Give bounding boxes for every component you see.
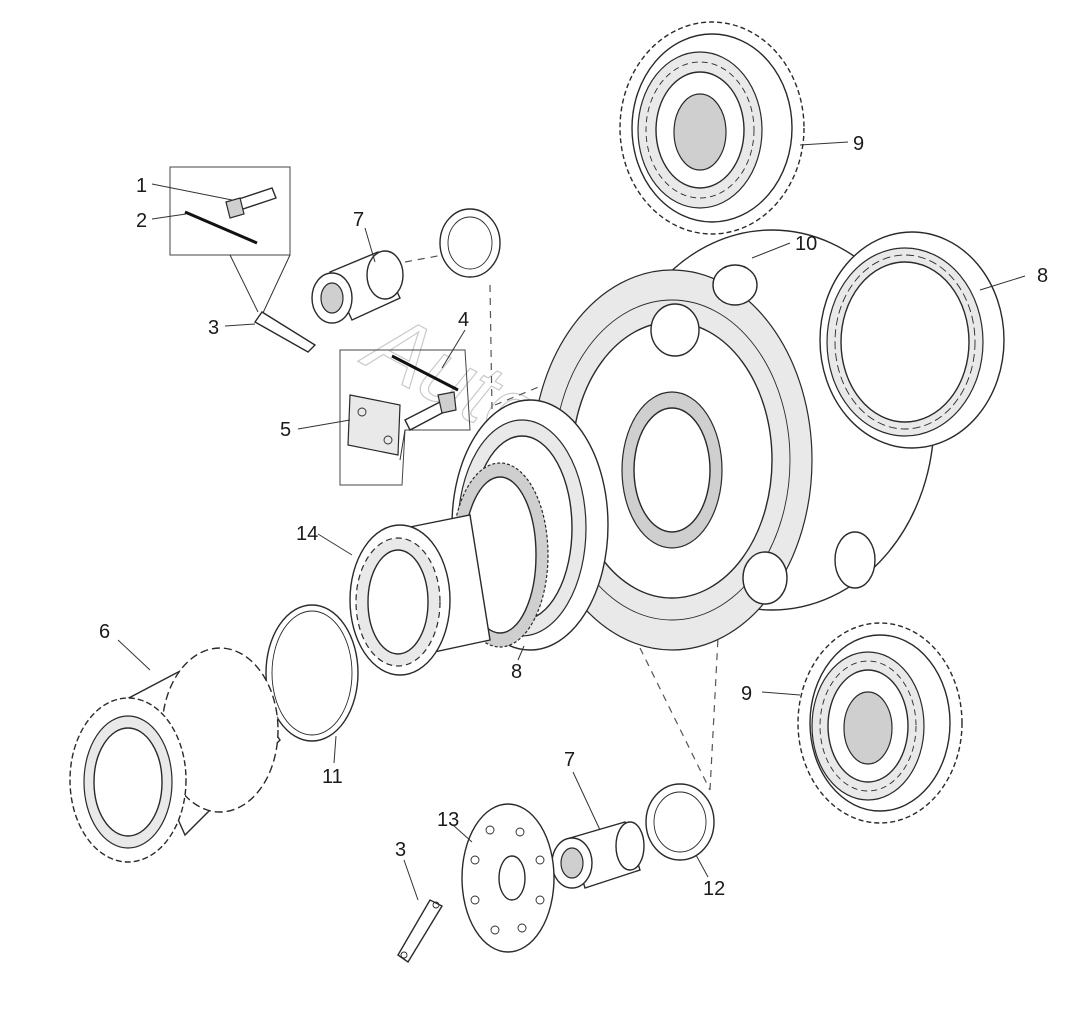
- snap-ring: [265, 604, 359, 742]
- callout-7-top: 7: [353, 209, 364, 231]
- planet-pin-top: [311, 250, 404, 324]
- callout-3-top: 3: [208, 317, 219, 339]
- callout-2: 2: [136, 210, 147, 232]
- callout-11: 11: [322, 766, 343, 788]
- lock-plate: [461, 803, 555, 953]
- callout-12: 12: [703, 878, 725, 900]
- spline-hub-gear: [69, 647, 281, 863]
- callout-8-left: 8: [511, 661, 522, 683]
- splined-sleeve: [349, 514, 491, 676]
- callout-10: 10: [795, 233, 817, 255]
- callout-4: 4: [458, 309, 469, 331]
- callout-1-top: 1: [136, 175, 147, 197]
- thrust-ring-top: [439, 208, 501, 278]
- detail-frame-middle: [339, 349, 471, 486]
- callout-8-right: 8: [1037, 265, 1048, 287]
- callout-5: 5: [280, 419, 291, 441]
- retaining-bar-bottom: [397, 899, 443, 964]
- thrust-ring-bottom: [645, 783, 715, 861]
- callout-14: 14: [296, 523, 318, 545]
- callout-9-bottom: 9: [741, 683, 752, 705]
- callout-3-bottom: 3: [395, 839, 406, 861]
- planet-pin-bottom: [551, 821, 645, 889]
- leader-lines: [117, 141, 1026, 901]
- bearing-right: [819, 231, 1005, 449]
- detail-frame-top: [169, 166, 317, 353]
- callout-9-top: 9: [853, 133, 864, 155]
- planet-gear-top: [619, 21, 805, 235]
- callout-labels: 1 2 3 7 4 5 6 14 11 9 10 8 8 9 7 13 12 3: [99, 133, 1048, 900]
- planet-gear-bottom: [797, 622, 963, 824]
- callout-7-bottom: 7: [564, 749, 575, 771]
- callout-13: 13: [437, 809, 459, 831]
- callout-6: 6: [99, 621, 110, 643]
